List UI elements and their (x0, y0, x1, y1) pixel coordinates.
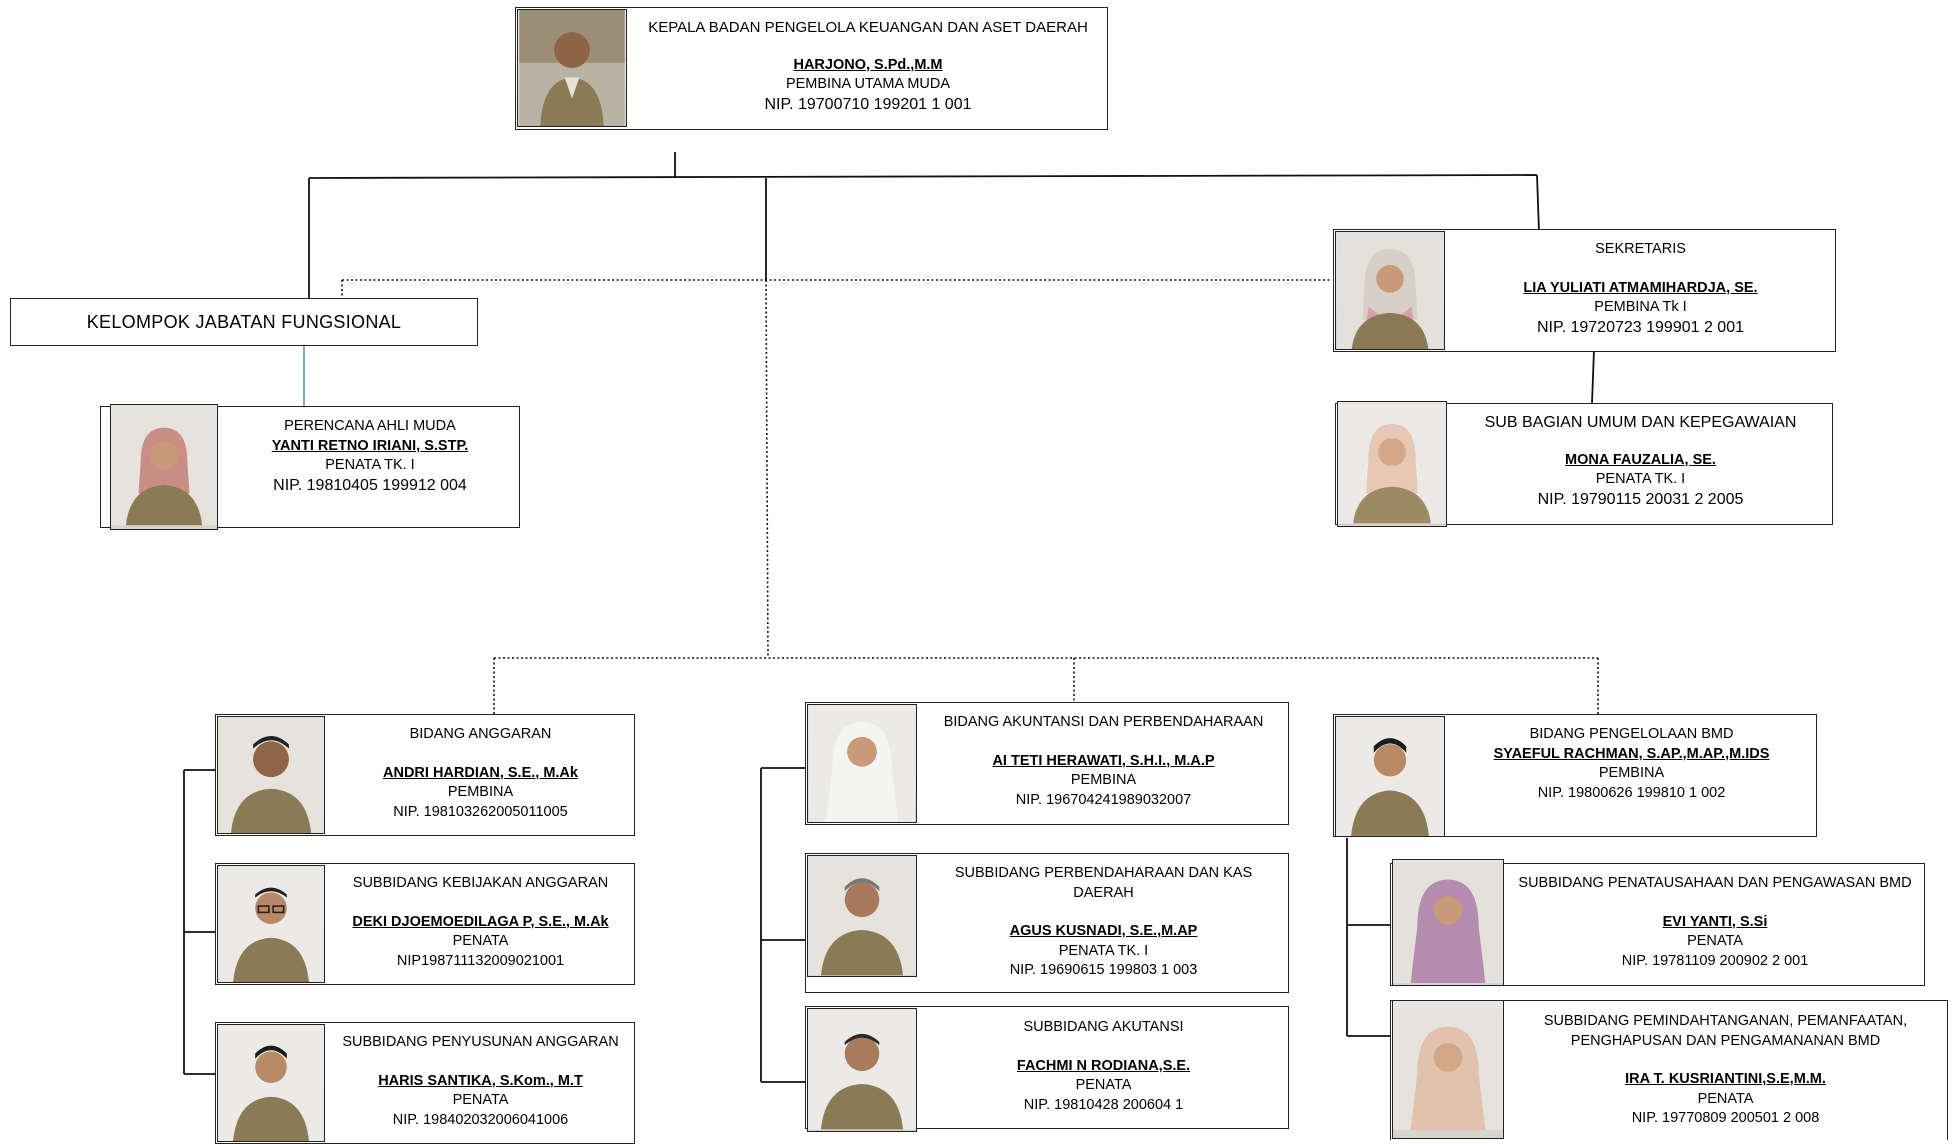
subbidang-kebijakan-position: SUBBIDANG KEBIJAKAN ANGGARAN (352, 875, 609, 891)
bidang-bmd-name: SYAEFUL RACHMAN, S.AP.,M.AP.,M.IDS (1493, 745, 1770, 762)
bidang-bmd-nip: NIP. 19800626 199810 1 002 (1537, 784, 1726, 801)
bidang-bmd-rank: PEMBINA (1598, 765, 1665, 781)
subbidang-pemindahtanganan-photo (1392, 1000, 1504, 1139)
head-name: HARJONO, S.Pd.,M.M (793, 56, 943, 73)
subbidang-pemindahtanganan-text: SUBBIDANG PEMINDAHTANGANAN, PEMANFAATAN,… (1507, 1012, 1944, 1129)
bidang-anggaran-rank: PEMBINA (447, 784, 514, 800)
person-photo-icon (218, 717, 324, 833)
subbidang-kebijakan-text: SUBBIDANG KEBIJAKAN ANGGARAN DEKI DJOEMO… (328, 874, 633, 971)
perencana-name: YANTI RETNO IRIANI, S.STP. (271, 437, 469, 454)
bidang-akuntansi-rank: PEMBINA (1070, 772, 1137, 788)
subbidang-penyusunan-position: SUBBIDANG PENYUSUNAN ANGGARAN (342, 1034, 619, 1050)
perencana-nip: NIP. 19810405 199912 004 (273, 476, 467, 494)
bidang-anggaran-photo (217, 716, 325, 834)
bidang-akuntansi-name: AI TETI HERAWATI, S.H.I., M.A.P (992, 752, 1215, 769)
head-position: KEPALA BADAN PENGELOLA KEUANGAN DAN ASET… (648, 19, 1088, 36)
subbidang-kebijakan-rank: PENATA (452, 933, 509, 949)
subbidang-akutansi-photo (807, 1008, 917, 1132)
subbag-umum-nip: NIP. 19790115 20031 2 2005 (1537, 490, 1744, 508)
subbidang-penatausahaan-photo (1392, 859, 1504, 986)
bidang-akuntansi-nip: NIP. 196704241989032007 (1015, 791, 1192, 808)
subbidang-penyusunan-nip: NIP. 198402032006041006 (392, 1111, 569, 1128)
person-photo-icon (111, 408, 217, 526)
person-photo-icon (1393, 1009, 1503, 1130)
subbidang-penatausahaan-name: EVI YANTI, S.Si (1662, 913, 1768, 930)
subbidang-penyusunan-text: SUBBIDANG PENYUSUNAN ANGGARAN HARIS SANT… (328, 1033, 633, 1130)
head-photo (517, 9, 627, 127)
subbidang-pemindahtanganan-name: IRA T. KUSRIANTINI,S.E,M.M. (1625, 1071, 1826, 1087)
sekretaris-rank: PEMBINA Tk I (1594, 299, 1687, 315)
kelompok-jabatan-fungsional-box: KELOMPOK JABATAN FUNGSIONAL (10, 298, 478, 346)
subbidang-pemindahtanganan-position-line2: PENGHAPUSAN DAN PENGAMANANAN BMD (1570, 1032, 1881, 1049)
bidang-bmd-photo (1335, 716, 1445, 837)
bidang-akuntansi-position: BIDANG AKUNTANSI DAN PERBENDAHARAAN (943, 714, 1264, 730)
bidang-bmd-text: BIDANG PENGELOLAAN BMD SYAEFUL RACHMAN, … (1448, 725, 1815, 803)
subbag-umum-name: MONA FAUZALIA, SE. (1565, 451, 1716, 468)
person-photo-icon (519, 10, 625, 126)
person-photo-icon (808, 856, 916, 976)
subbidang-penyusunan-photo (217, 1024, 325, 1142)
perencana-position: PERENCANA AHLI MUDA (284, 418, 456, 434)
perencana-text: PERENCANA AHLI MUDA YANTI RETNO IRIANI, … (222, 417, 518, 495)
subbidang-perbendaharaan-position-line2: DAERAH (1073, 884, 1134, 901)
subbidang-pemindahtanganan-position-line1: SUBBIDANG PEMINDAHTANGANAN, PEMANFAATAN, (1543, 1013, 1908, 1029)
sekretaris-text: SEKRETARIS LIA YULIATI ATMAMIHARDJA, SE.… (1447, 240, 1834, 337)
bidang-anggaran-nip: NIP. 198103262005011005 (393, 803, 568, 820)
bidang-akuntansi-text: BIDANG AKUNTANSI DAN PERBENDAHARAAN AI T… (920, 713, 1287, 810)
subbidang-akutansi-name: FACHMI N RODIANA,S.E. (1016, 1057, 1191, 1074)
subbidang-perbendaharaan-text: SUBBIDANG PERBENDAHARAAN DAN KAS DAERAH … (920, 864, 1287, 981)
person-photo-icon (218, 1025, 324, 1141)
sekretaris-nip: NIP. 19720723 199901 2 001 (1536, 318, 1744, 336)
subbidang-perbendaharaan-name: AGUS KUSNADI, S.E.,M.AP (1009, 923, 1198, 939)
head-text: KEPALA BADAN PENGELOLA KEUANGAN DAN ASET… (630, 18, 1106, 114)
subbidang-perbendaharaan-nip: NIP. 19690615 199803 1 003 (1009, 962, 1198, 978)
subbidang-akutansi-text: SUBBIDANG AKUTANSI FACHMI N RODIANA,S.E.… (920, 1018, 1287, 1115)
person-photo-icon (1336, 717, 1444, 836)
head-nip: NIP. 19700710 199201 1 001 (764, 95, 972, 113)
subbag-umum-position: SUB BAGIAN UMUM DAN KEPEGAWAIAN (1484, 414, 1797, 431)
subbidang-akutansi-rank: PENATA (1075, 1077, 1132, 1093)
subbidang-pemindahtanganan-nip: NIP. 19770809 200501 2 008 (1631, 1110, 1820, 1126)
subbidang-penyusunan-name: HARIS SANTIKA, S.Kom., M.T (378, 1072, 583, 1089)
subbidang-pemindahtanganan-rank: PENATA (1697, 1090, 1754, 1107)
subbidang-akutansi-nip: NIP. 19810428 200604 1 (1023, 1096, 1184, 1113)
bidang-anggaran-text: BIDANG ANGGARAN ANDRI HARDIAN, S.E., M.A… (328, 725, 633, 822)
subbidang-penatausahaan-rank: PENATA (1687, 933, 1743, 949)
subbag-umum-text: SUB BAGIAN UMUM DAN KEPEGAWAIAN MONA FAU… (1450, 413, 1831, 509)
bidang-anggaran-position: BIDANG ANGGARAN (409, 726, 552, 742)
subbidang-penatausahaan-text: SUBBIDANG PENATAUSAHAAN DAN PENGAWASAN B… (1507, 874, 1923, 971)
subbidang-akutansi-position: SUBBIDANG AKUTANSI (1023, 1019, 1184, 1035)
bidang-anggaran-name: ANDRI HARDIAN, S.E., M.Ak (383, 764, 578, 781)
subbidang-penatausahaan-nip: NIP. 19781109 200902 2 001 (1621, 952, 1809, 969)
person-photo-icon (1338, 404, 1446, 524)
subbidang-perbendaharaan-photo (807, 855, 917, 977)
subbidang-kebijakan-nip: NIP198711132009021001 (396, 952, 565, 969)
sekretaris-position: SEKRETARIS (1595, 241, 1686, 257)
subbidang-perbendaharaan-rank: PENATA TK. I (1058, 942, 1149, 959)
subbidang-perbendaharaan-position-line1: SUBBIDANG PERBENDAHARAAN DAN KAS (954, 865, 1253, 881)
bidang-bmd-position: BIDANG PENGELOLAAN BMD (1529, 726, 1734, 742)
subbidang-penyusunan-rank: PENATA (452, 1092, 509, 1108)
perencana-rank: PENATA TK. I (325, 457, 415, 473)
bidang-akuntansi-photo (807, 704, 917, 823)
subbidang-kebijakan-name: DEKI DJOEMOEDILAGA P, S.E., M.Ak (352, 913, 609, 930)
person-photo-icon (808, 1010, 916, 1130)
subbag-umum-photo (1337, 401, 1447, 527)
head-rank: PEMBINA UTAMA MUDA (785, 76, 951, 92)
person-photo-icon (218, 866, 324, 982)
person-photo-icon (1336, 232, 1444, 349)
subbag-umum-rank: PENATA TK. I (1595, 471, 1686, 487)
sekretaris-name: LIA YULIATI ATMAMIHARDJA, SE. (1523, 279, 1758, 296)
person-photo-icon (1393, 862, 1503, 983)
sekretaris-photo (1335, 231, 1445, 350)
subbidang-kebijakan-photo (217, 865, 325, 983)
perencana-photo (110, 404, 218, 530)
person-photo-icon (808, 705, 916, 822)
subbidang-penatausahaan-position: SUBBIDANG PENATAUSAHAAN DAN PENGAWASAN B… (1518, 875, 1912, 891)
